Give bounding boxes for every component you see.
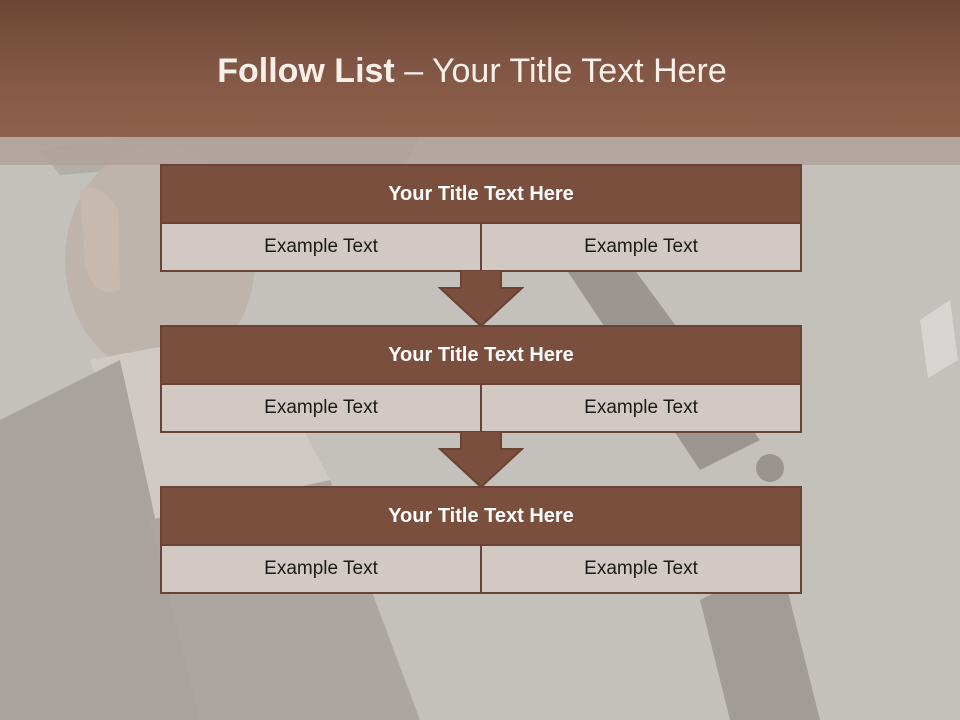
block-row: Example Text Example Text: [162, 385, 800, 431]
block-cell-right: Example Text: [480, 546, 800, 592]
slide-title: Follow List – Your Title Text Here: [0, 52, 944, 91]
block-row: Example Text Example Text: [162, 224, 800, 270]
list-block-1: Your Title Text Here Example Text Exampl…: [160, 164, 802, 272]
title-bar: [0, 0, 960, 137]
down-arrow-icon: [438, 431, 524, 489]
list-block-2: Your Title Text Here Example Text Exampl…: [160, 325, 802, 433]
block-cell-left: Example Text: [264, 397, 378, 418]
block-cell-left: Example Text: [264, 558, 378, 579]
block-cell-right: Example Text: [480, 224, 800, 270]
title-bar-strip: [0, 137, 960, 165]
block-title: Your Title Text Here: [162, 327, 800, 385]
down-arrow-icon: [438, 270, 524, 328]
block-cell-left: Example Text: [264, 236, 378, 257]
list-block-3: Your Title Text Here Example Text Exampl…: [160, 486, 802, 594]
block-title: Your Title Text Here: [162, 488, 800, 546]
block-cell-right: Example Text: [480, 385, 800, 431]
block-title: Your Title Text Here: [162, 166, 800, 224]
slide-title-bold: Follow List: [217, 52, 395, 90]
block-row: Example Text Example Text: [162, 546, 800, 592]
slide-title-rest: – Your Title Text Here: [394, 52, 727, 90]
